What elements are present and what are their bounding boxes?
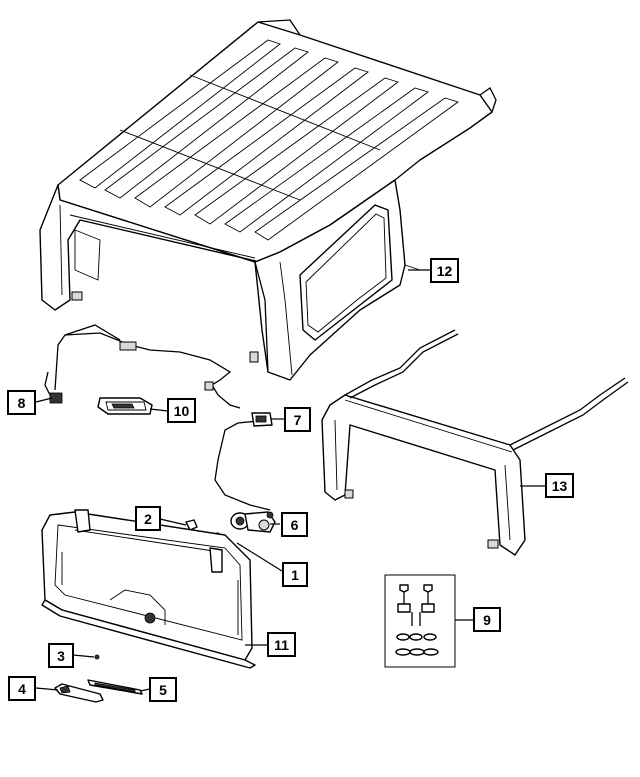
callout-3-label: 3 <box>57 648 65 664</box>
hardtop-part-12 <box>39 19 497 381</box>
wiper-motor-part-6 <box>230 511 276 533</box>
callout-11-label: 11 <box>274 637 289 653</box>
callout-10-label: 10 <box>174 403 190 419</box>
callout-5-label: 5 <box>159 682 167 698</box>
callout-1: 1 <box>282 562 308 587</box>
callout-6: 6 <box>281 512 308 537</box>
wiper-arm-part-4 <box>54 683 104 703</box>
handle-part-10 <box>97 397 153 415</box>
callout-12: 12 <box>430 258 459 283</box>
wire-lead-part-7 <box>214 412 273 511</box>
callout-13: 13 <box>545 473 574 498</box>
callout-4-label: 4 <box>18 681 26 697</box>
callout-1-label: 1 <box>291 567 299 583</box>
callout-6-label: 6 <box>291 517 299 533</box>
callout-8: 8 <box>7 390 36 415</box>
callout-13-label: 13 <box>552 478 568 494</box>
callout-5: 5 <box>149 677 177 702</box>
callout-3: 3 <box>48 643 74 668</box>
callout-7-label: 7 <box>294 412 302 428</box>
fastener-kit-part-9 <box>384 574 456 668</box>
callout-9: 9 <box>473 607 501 632</box>
callout-10: 10 <box>167 398 196 423</box>
sport-bar-part-13 <box>321 329 629 556</box>
leader-lines <box>35 269 546 692</box>
callout-12-label: 12 <box>437 263 453 279</box>
callout-4: 4 <box>8 676 36 701</box>
wiper-blade-part-5 <box>87 679 143 695</box>
callout-7: 7 <box>284 407 311 432</box>
callout-8-label: 8 <box>18 395 26 411</box>
callout-2-label: 2 <box>144 511 152 527</box>
callout-11: 11 <box>267 632 296 657</box>
callout-9-label: 9 <box>483 612 491 628</box>
liftgate-glass-part-11 <box>41 509 256 669</box>
cap-part-3 <box>94 654 100 660</box>
callout-2: 2 <box>135 506 161 531</box>
wiring-harness-part-8 <box>44 324 241 409</box>
